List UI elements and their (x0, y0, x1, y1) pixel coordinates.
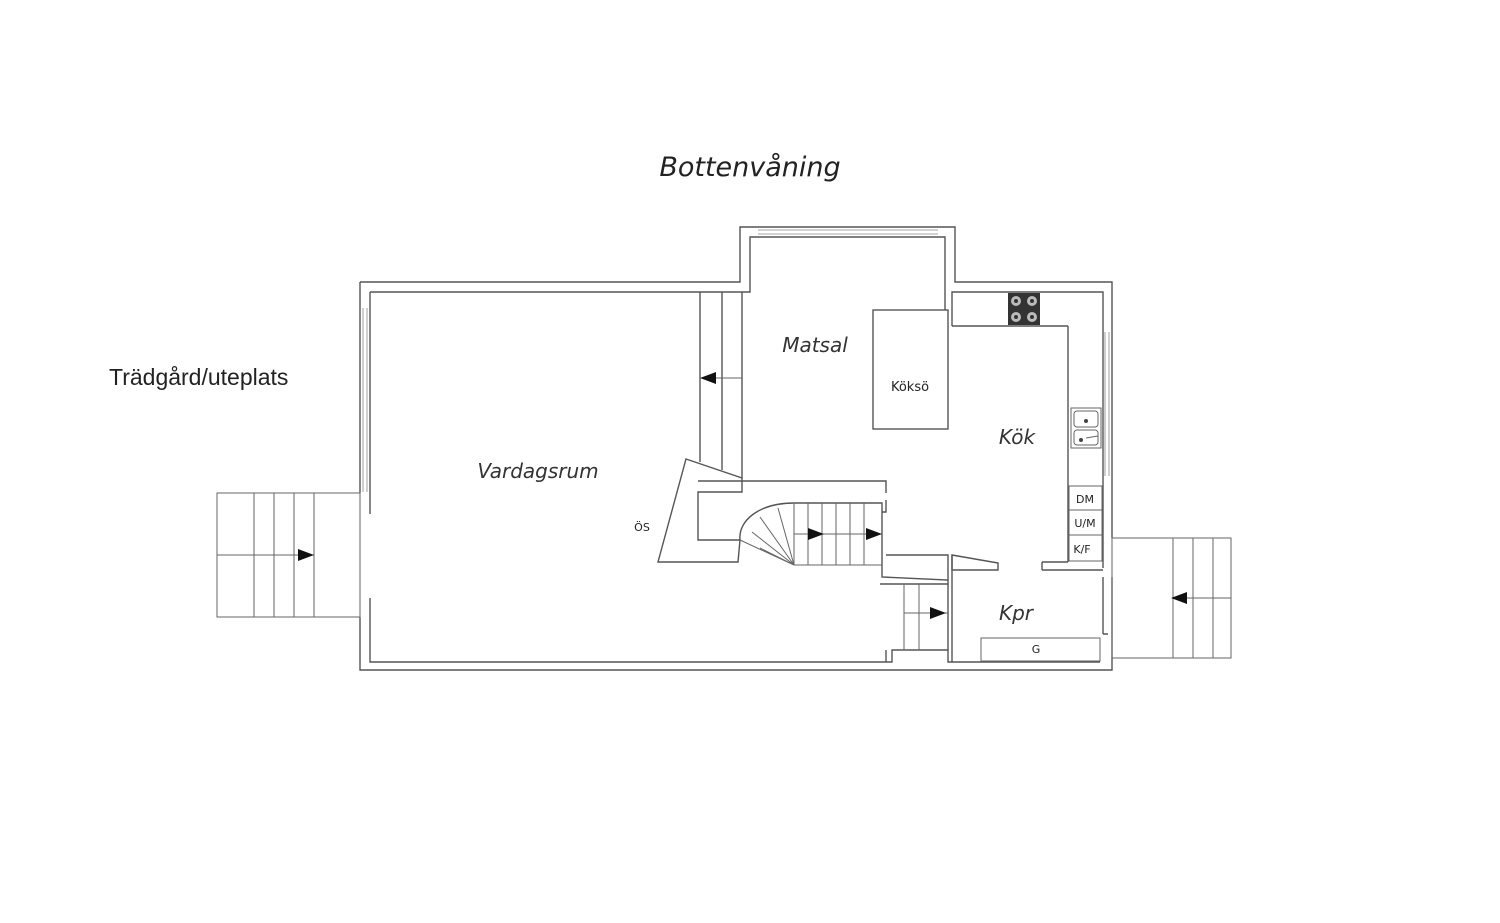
window-left (362, 308, 368, 492)
stair-arrow-right-steps (1171, 592, 1187, 604)
fireplace-outline (657, 458, 743, 563)
room-label-matsal: Matsal (782, 333, 848, 357)
stair-arrow-left-steps (298, 549, 314, 561)
garden-label: Trädgård/uteplats (109, 364, 288, 390)
exterior-wall-inner (369, 236, 1108, 663)
room-label-kpr: Kpr (999, 601, 1035, 625)
kitchen-counter (952, 325, 1103, 571)
stair-arrow-up-left (700, 372, 716, 384)
dishwasher-label: DM (1076, 493, 1094, 506)
appliance-column (1068, 485, 1103, 562)
room-label-vardagsrum: Vardagsrum (477, 459, 598, 483)
hall-stairs (903, 584, 948, 650)
stair-arrow-right-2 (866, 528, 882, 540)
interior-wall-hall (886, 554, 999, 662)
floor-title: Bottenvåning (659, 152, 840, 183)
window-right (1104, 332, 1110, 476)
stair-arrow-hall (930, 607, 946, 619)
oven-microwave-label: U/M (1074, 517, 1095, 530)
fridge-freezer-label: K/F (1073, 543, 1090, 556)
room-label-kok: Kök (999, 425, 1037, 449)
kitchen-island-label: Köksö (891, 380, 929, 395)
kpr-bench-label: G (1032, 643, 1041, 656)
sink-icon (1070, 407, 1102, 449)
left-outside-stairs (216, 492, 361, 618)
stair-arrow-right-1 (808, 528, 824, 540)
stove-icon (1008, 293, 1040, 325)
staircase (698, 480, 949, 585)
interior-wall-stair-column (699, 292, 743, 478)
window-top (758, 229, 938, 235)
fireplace-label: ÖS (634, 521, 650, 534)
kitchen-island (872, 309, 949, 430)
kpr-bench (980, 637, 1101, 662)
